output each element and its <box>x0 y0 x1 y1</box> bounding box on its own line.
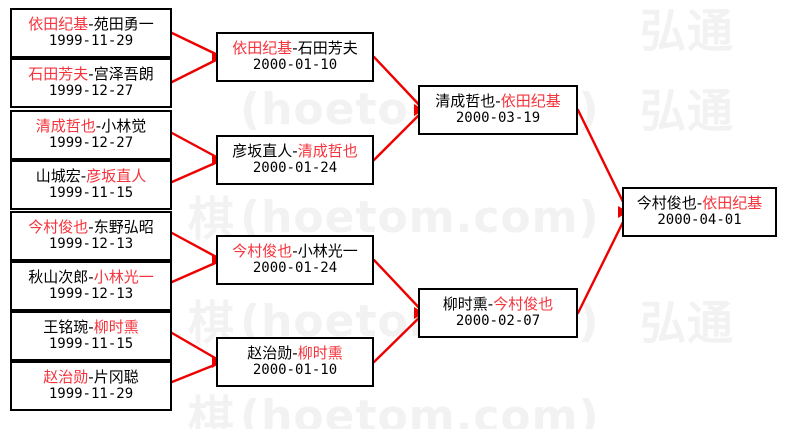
loser-name: 片冈聪 <box>93 367 139 386</box>
match-date: 2000-01-10 <box>252 362 338 379</box>
match-players: 今村俊也-东野弘昭 <box>28 217 154 237</box>
match-players: 依田纪基-苑田勇一 <box>28 14 154 34</box>
match-players: 王铭琬-柳时熏 <box>43 317 139 337</box>
match-box[interactable]: 山城宏-彦坂直人 1999-11-15 <box>10 160 172 210</box>
name-separator: - <box>495 91 501 110</box>
match-date: 2000-02-07 <box>455 313 541 330</box>
match-date: 1999-12-13 <box>48 286 134 303</box>
name-separator: - <box>80 166 87 185</box>
name-separator: - <box>88 217 94 236</box>
name-separator: - <box>696 193 703 212</box>
match-players: 石田芳夫-宫泽吾朗 <box>28 64 154 84</box>
match-players: 依田纪基-石田芳夫 <box>232 38 358 58</box>
winner-name: 赵治勋 <box>43 367 89 386</box>
match-box-final[interactable]: 今村俊也-依田纪基 2000-04-01 <box>622 187 777 237</box>
watermark-text: (hoetom.com) <box>240 391 600 429</box>
name-separator: - <box>292 38 298 57</box>
winner-name: 依田纪基 <box>28 14 89 33</box>
match-box[interactable]: 今村俊也-小林光一 2000-01-24 <box>216 235 374 285</box>
match-players: 柳时熏-今村俊也 <box>442 294 554 314</box>
match-date: 2000-01-24 <box>252 160 338 177</box>
name-separator: - <box>88 64 94 83</box>
match-box[interactable]: 柳时熏-今村俊也 2000-02-07 <box>418 288 578 338</box>
match-date: 1999-12-13 <box>48 236 134 253</box>
match-box[interactable]: 赵治勋-片冈聪 1999-11-29 <box>10 361 172 411</box>
loser-name: 苑田勇一 <box>93 14 154 33</box>
winner-name: 柳时熏 <box>297 343 343 362</box>
name-separator: - <box>88 367 94 386</box>
match-date: 1999-12-27 <box>48 83 134 100</box>
loser-name: 赵治勋 <box>247 343 293 362</box>
watermark-text: 弘通 <box>640 4 734 58</box>
match-players: 山城宏-彦坂直人 <box>35 166 147 186</box>
winner-name: 依田纪基 <box>232 38 293 57</box>
match-players: 清成哲也-依田纪基 <box>435 91 561 111</box>
name-separator: - <box>292 343 298 362</box>
name-separator: - <box>88 317 94 336</box>
match-date: 2000-04-01 <box>657 212 742 229</box>
match-players: 清成哲也-小林觉 <box>35 116 147 136</box>
winner-name: 依田纪基 <box>500 91 561 110</box>
match-box[interactable]: 秋山次郎-小林光一 1999-12-13 <box>10 261 172 311</box>
loser-name: 清成哲也 <box>435 91 496 110</box>
loser-name: 东野弘昭 <box>93 217 154 236</box>
winner-name: 柳时熏 <box>93 317 139 336</box>
winner-name: 依田纪基 <box>702 193 763 212</box>
winner-name: 今村俊也 <box>28 217 89 236</box>
winner-name: 今村俊也 <box>493 294 554 313</box>
winner-name: 小林光一 <box>93 267 154 286</box>
match-date: 2000-01-10 <box>252 57 338 74</box>
match-box[interactable]: 彦坂直人-清成哲也 2000-01-24 <box>216 135 374 185</box>
match-box[interactable]: 赵治勋-柳时熏 2000-01-10 <box>216 337 374 387</box>
loser-name: 彦坂直人 <box>232 141 293 160</box>
name-separator: - <box>292 141 298 160</box>
match-players: 今村俊也-小林光一 <box>232 241 358 261</box>
loser-name: 柳时熏 <box>442 294 488 313</box>
loser-name: 宫泽吾朗 <box>93 64 154 83</box>
match-players: 彦坂直人-清成哲也 <box>232 141 358 161</box>
match-players: 秋山次郎-小林光一 <box>28 267 154 287</box>
winner-name: 清成哲也 <box>297 141 358 160</box>
loser-name: 小林觉 <box>101 116 147 135</box>
loser-name: 今村俊也 <box>636 193 697 212</box>
name-separator: - <box>487 294 494 313</box>
match-box[interactable]: 清成哲也-小林觉 1999-12-27 <box>10 110 172 160</box>
watermark-text: (hoetom.com) <box>240 192 600 243</box>
match-box[interactable]: 清成哲也-依田纪基 2000-03-19 <box>418 85 578 135</box>
match-date: 1999-11-29 <box>48 33 134 50</box>
match-players: 赵治勋-柳时熏 <box>247 343 343 363</box>
match-box[interactable]: 王铭琬-柳时熏 1999-11-15 <box>10 311 172 361</box>
match-date: 2000-03-19 <box>455 110 541 127</box>
loser-name: 秋山次郎 <box>28 267 89 286</box>
winner-name: 清成哲也 <box>35 116 96 135</box>
match-players: 赵治勋-片冈聪 <box>43 367 139 387</box>
match-date: 1999-12-27 <box>48 135 134 152</box>
watermark-text: 弘通 <box>640 296 734 350</box>
loser-name: 王铭琬 <box>43 317 89 336</box>
match-box[interactable]: 依田纪基-苑田勇一 1999-11-29 <box>10 8 172 58</box>
loser-name: 山城宏 <box>35 166 81 185</box>
match-box[interactable]: 依田纪基-石田芳夫 2000-01-10 <box>216 32 374 82</box>
match-date: 1999-11-29 <box>48 386 134 403</box>
loser-name: 小林光一 <box>297 241 358 260</box>
name-separator: - <box>95 116 102 135</box>
name-separator: - <box>88 267 94 286</box>
winner-name: 石田芳夫 <box>28 64 89 83</box>
match-box[interactable]: 石田芳夫-宫泽吾朗 1999-12-27 <box>10 58 172 108</box>
match-date: 1999-11-15 <box>48 336 134 353</box>
match-players: 今村俊也-依田纪基 <box>636 193 763 213</box>
watermark-text: 棋 <box>188 391 235 429</box>
winner-name: 今村俊也 <box>232 241 293 260</box>
loser-name: 石田芳夫 <box>297 38 358 57</box>
watermark-text: 弘通 <box>640 84 734 138</box>
match-date: 1999-11-15 <box>48 185 134 202</box>
match-date: 2000-01-24 <box>252 260 338 277</box>
name-separator: - <box>88 14 94 33</box>
name-separator: - <box>292 241 298 260</box>
winner-name: 彦坂直人 <box>86 166 147 185</box>
match-box[interactable]: 今村俊也-东野弘昭 1999-12-13 <box>10 211 172 261</box>
